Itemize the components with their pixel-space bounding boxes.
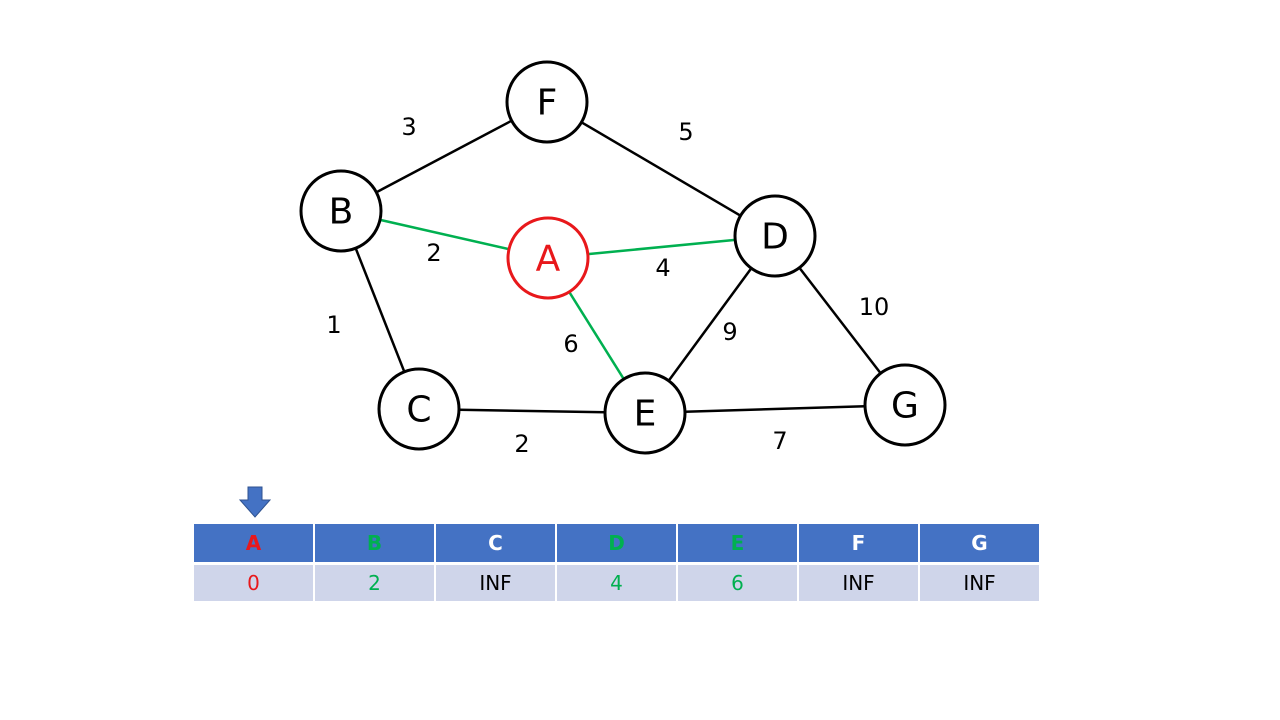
node-a: A <box>506 216 590 300</box>
table-header-c: C <box>435 524 557 565</box>
node-d: D <box>733 194 817 278</box>
node-circle <box>377 367 461 451</box>
edge-weight-c-e: 2 <box>514 430 529 458</box>
node-circle <box>863 363 947 447</box>
node-circle <box>506 216 590 300</box>
edge-b-c <box>354 247 406 373</box>
table-cell-c: INF <box>435 563 557 601</box>
edge-b-f <box>375 119 513 194</box>
node-label: B <box>329 192 354 233</box>
table-cell-g: INF <box>919 563 1039 601</box>
table-cell-f: INF <box>798 563 920 601</box>
node-circle <box>603 371 687 455</box>
node-f: F <box>505 60 589 144</box>
node-c: C <box>377 367 461 451</box>
table-header-e: E <box>677 524 799 565</box>
edge-weight-e-g: 7 <box>772 427 787 455</box>
table-cell-a: 0 <box>194 563 315 601</box>
edge-weight-d-e: 9 <box>722 318 737 346</box>
edge-b-a <box>379 218 510 251</box>
table-cell-d: 4 <box>556 563 678 601</box>
table-cell-e: 6 <box>677 563 799 601</box>
edge-weight-a-d: 4 <box>655 254 670 282</box>
edge-f-d <box>580 121 742 217</box>
edge-weight-f-d: 5 <box>678 118 693 146</box>
nodes-layer: A B C D E F G <box>299 60 947 455</box>
node-label: D <box>761 217 789 258</box>
edge-weights-layer: 3 5 2 4 6 1 2 9 10 7 <box>326 113 889 458</box>
table-header-g: G <box>919 524 1039 565</box>
node-label: E <box>634 394 657 435</box>
table-header-a: A <box>194 524 315 565</box>
table-header-b: B <box>314 524 436 565</box>
edge-a-e <box>568 291 625 380</box>
node-label: C <box>406 390 431 431</box>
edge-e-g <box>684 404 866 414</box>
edge-weight-b-c: 1 <box>326 311 341 339</box>
node-g: G <box>863 363 947 447</box>
node-circle <box>505 60 589 144</box>
node-b: B <box>299 169 383 253</box>
edge-weight-d-g: 10 <box>859 293 890 321</box>
node-label: G <box>891 386 919 427</box>
graph-diagram: 3 5 2 4 6 1 2 9 10 7 A B C D E F G <box>299 60 947 458</box>
edges-layer <box>354 119 882 414</box>
edge-a-d <box>587 238 736 256</box>
edge-d-e <box>667 267 753 382</box>
table-header-d: D <box>556 524 678 565</box>
table-header-f: F <box>798 524 920 565</box>
node-label: A <box>536 239 561 280</box>
table-cell-b: 2 <box>314 563 436 601</box>
node-label: F <box>537 83 558 124</box>
down-arrow-icon <box>239 486 271 518</box>
edge-d-g <box>798 266 882 375</box>
edge-weight-a-e: 6 <box>563 330 578 358</box>
node-circle <box>299 169 383 253</box>
node-circle <box>733 194 817 278</box>
node-e: E <box>603 371 687 455</box>
edge-weight-b-f: 3 <box>401 113 416 141</box>
edge-weight-b-a: 2 <box>426 239 441 267</box>
edge-c-e <box>458 408 606 414</box>
